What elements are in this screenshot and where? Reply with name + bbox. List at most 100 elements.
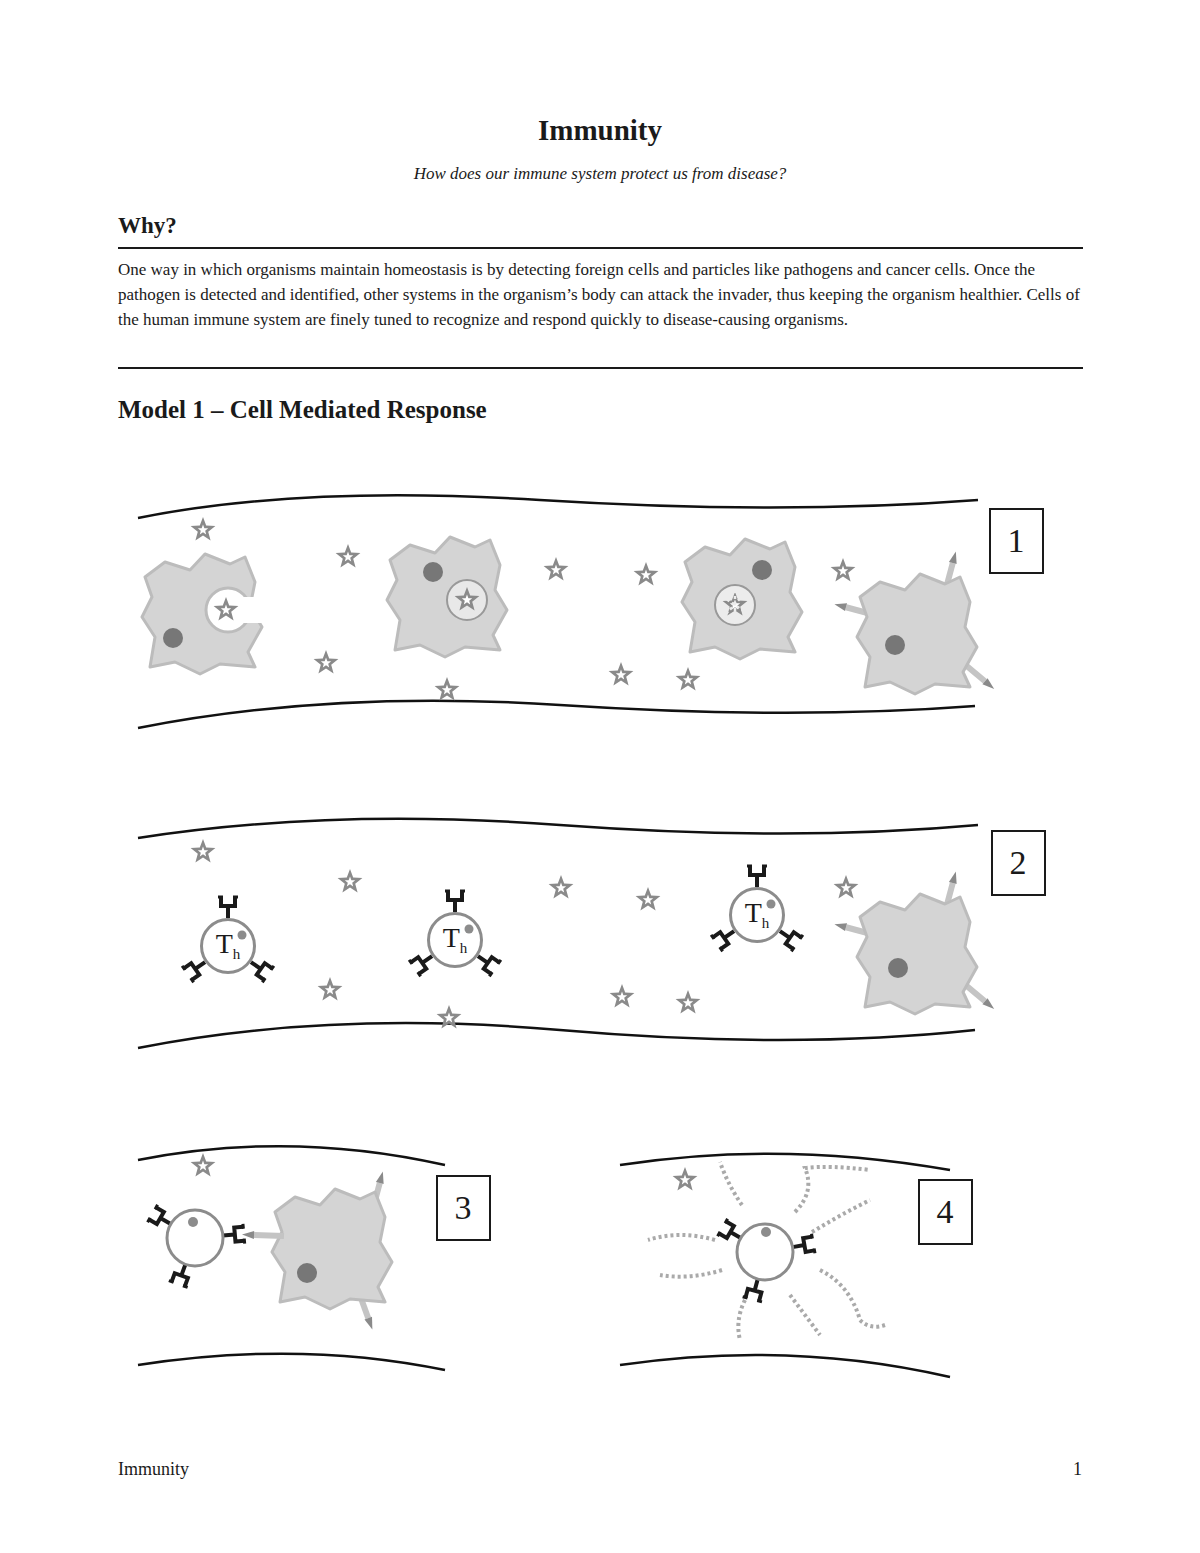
t-cell — [148, 1205, 245, 1288]
page-number: 1 — [1040, 1458, 1082, 1481]
cytokine — [720, 1162, 742, 1205]
rule — [118, 367, 1083, 369]
cytokine — [648, 1235, 715, 1240]
cytokine — [790, 1295, 820, 1335]
node-text: 1 — [1008, 522, 1025, 560]
node-text: Th — [745, 899, 770, 931]
receptor — [245, 954, 274, 982]
nucleus — [238, 931, 247, 940]
antigen — [636, 887, 661, 911]
antigen — [191, 517, 216, 541]
cytokine — [820, 1270, 885, 1327]
receptor — [711, 923, 740, 951]
receptor — [747, 866, 767, 887]
antigen — [455, 587, 480, 611]
antigen — [673, 1167, 698, 1191]
subtitle: How does our immune system protect us fr… — [0, 163, 1200, 184]
t-cell — [718, 1219, 815, 1302]
node-text: Th — [216, 930, 241, 962]
panel-number-box: 2 — [991, 830, 1046, 896]
antigen-marker — [242, 1231, 284, 1240]
cytokines — [648, 1162, 885, 1340]
antigen — [191, 839, 216, 863]
phagocytic-pocket — [236, 597, 262, 623]
cytokine — [795, 1167, 870, 1212]
macrophage — [142, 554, 262, 674]
nucleus — [465, 925, 474, 934]
helper-t-cell: Th — [427, 912, 483, 968]
node-text: 3 — [455, 1189, 472, 1227]
macrophage — [857, 894, 977, 1014]
vessel-wall — [138, 701, 975, 728]
vessel-wall — [620, 1355, 950, 1377]
antigen-presenting-cell — [242, 1170, 392, 1330]
receptor — [182, 954, 211, 982]
macrophage — [682, 539, 802, 659]
node-text: 2 — [1010, 844, 1027, 882]
macrophage — [857, 574, 977, 694]
antigen — [314, 650, 339, 674]
vessel-wall — [138, 495, 978, 518]
cytokine — [738, 1300, 745, 1340]
antigen-presenting-cell — [833, 550, 996, 694]
macrophage — [682, 539, 802, 659]
vacuole — [447, 580, 487, 620]
antigen — [676, 990, 701, 1014]
nucleus — [767, 900, 776, 909]
antigen — [610, 984, 635, 1008]
nucleus — [163, 628, 183, 648]
panel-number-box: 3 — [436, 1175, 491, 1241]
macrophage — [387, 537, 507, 657]
vessel-wall — [620, 1154, 950, 1170]
t-cell — [737, 1224, 793, 1280]
receptor — [774, 923, 803, 951]
nucleus — [885, 635, 905, 655]
antigen — [831, 558, 856, 582]
vessel-wall — [138, 819, 978, 838]
receptor — [409, 948, 438, 976]
antigen — [338, 869, 363, 893]
cytokine — [812, 1200, 870, 1232]
panel-number-box: 1 — [989, 508, 1044, 574]
nucleus — [752, 560, 772, 580]
antigen — [634, 562, 659, 586]
page-title: Immunity — [0, 112, 1200, 148]
rule — [118, 247, 1083, 249]
nucleus — [297, 1263, 317, 1283]
antigens — [191, 517, 859, 1191]
nucleus — [761, 1227, 771, 1237]
receptor — [472, 948, 501, 976]
antigen — [318, 977, 343, 1001]
antigen — [609, 662, 634, 686]
vessel-wall — [138, 495, 978, 1377]
body-paragraph: One way in which organisms maintain home… — [118, 257, 1083, 332]
macrophage — [272, 1189, 392, 1309]
nucleus — [888, 958, 908, 978]
vacuole — [715, 585, 755, 625]
t-cell — [167, 1210, 223, 1266]
node-text: Th — [443, 924, 468, 956]
receptor — [445, 891, 465, 912]
antigen-presenting-cell — [833, 870, 996, 1014]
antigen — [549, 875, 574, 899]
section-heading: Why? — [118, 212, 177, 241]
antigen — [435, 677, 460, 701]
helper-t-cell-receptors — [182, 866, 803, 982]
antigen — [336, 544, 361, 568]
helper-t-cell: Th — [200, 918, 256, 974]
antigen — [834, 875, 859, 899]
nucleus — [188, 1217, 198, 1227]
vessel-wall — [138, 1354, 445, 1370]
nucleus — [423, 562, 443, 582]
node-text: 4 — [937, 1193, 954, 1231]
antigen — [544, 557, 569, 581]
model-heading: Model 1 – Cell Mediated Response — [118, 394, 487, 425]
antigen — [214, 597, 239, 621]
antigen — [676, 667, 701, 691]
digested-antigen — [722, 590, 748, 620]
macrophage — [142, 554, 262, 674]
footer-text: Immunity — [118, 1458, 189, 1481]
antigen — [191, 1153, 216, 1177]
